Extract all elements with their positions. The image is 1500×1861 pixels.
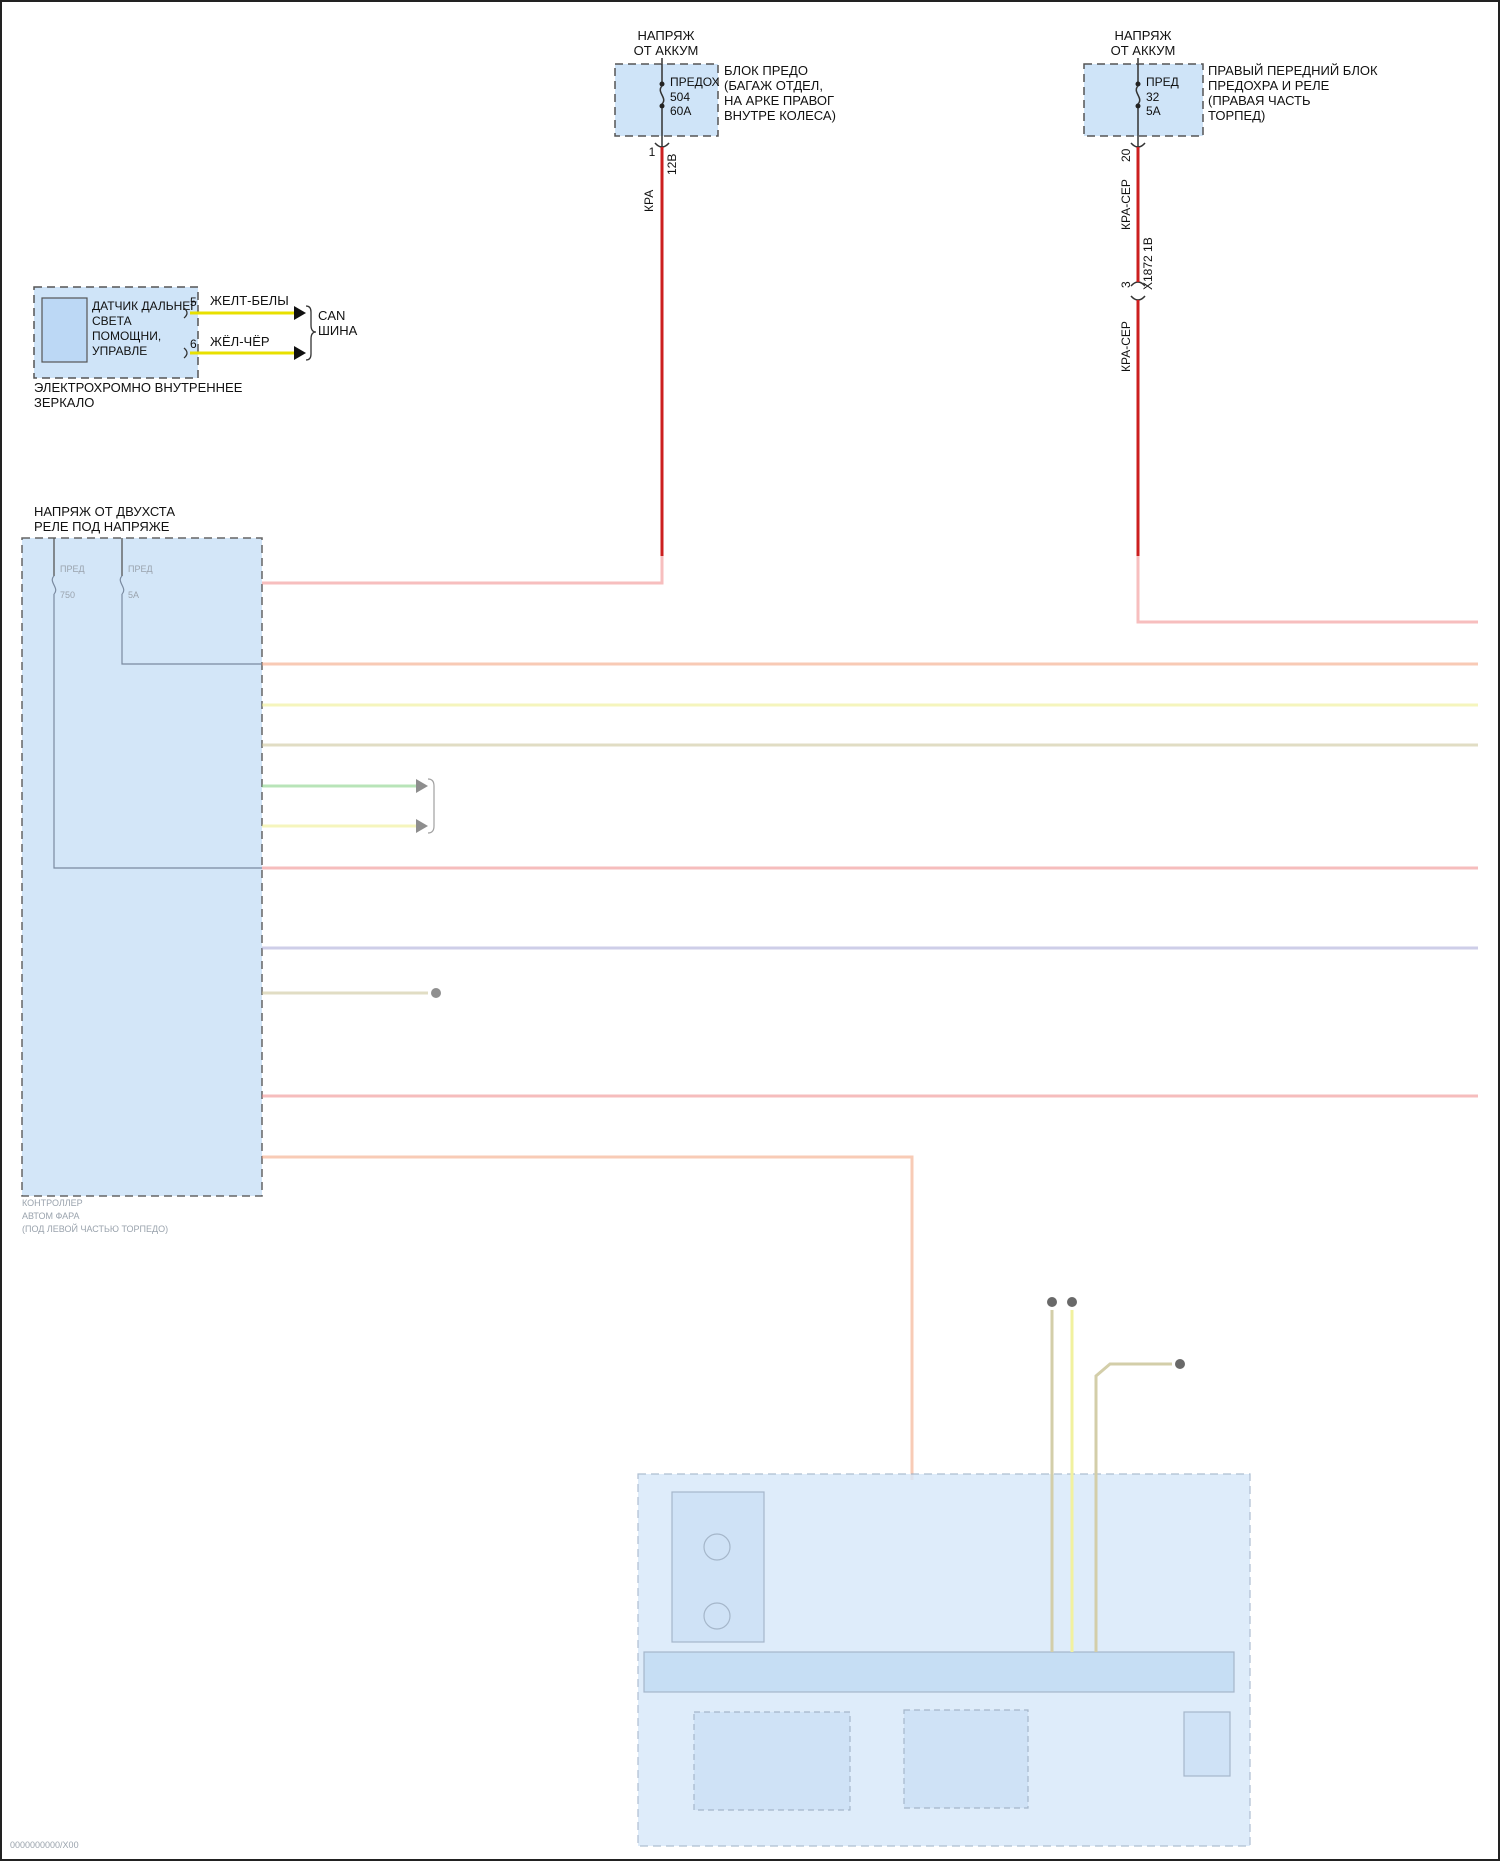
fuse-left-block-name-4: ВНУТРЕ КОЛЕСА) xyxy=(724,108,836,123)
fuse-left-block-name-2: (БАГАЖ ОТДЕЛ, xyxy=(724,78,823,93)
fuse-right-supply-line1: НАПРЯЖ xyxy=(1114,28,1171,43)
bottom-module-inner-2 xyxy=(694,1712,850,1810)
fuse-right-block-name-2: ПРЕДОХРА И РЕЛЕ xyxy=(1208,78,1330,93)
bottom-module xyxy=(638,1297,1250,1846)
module-box xyxy=(22,538,262,1196)
fuse-left-rating: 60A xyxy=(670,104,691,118)
mirror-caption-2: ЗЕРКАЛО xyxy=(34,395,94,410)
fuse-left-number: 504 xyxy=(670,90,690,104)
fuse-left-wire-color: КРА xyxy=(642,190,656,212)
svg-text:КОНТРОЛЛЕР: КОНТРОЛЛЕР xyxy=(22,1198,83,1208)
fuse-left-wire-code: 12B xyxy=(665,154,679,175)
fuse-right-number: 32 xyxy=(1146,90,1160,104)
svg-text:(ПОД ЛЕВОЙ ЧАСТЬЮ ТОРПЕДО): (ПОД ЛЕВОЙ ЧАСТЬЮ ТОРПЕДО) xyxy=(22,1223,168,1234)
wire-label-yellow-white: ЖЕЛТ-БЕЛЫ xyxy=(210,293,289,308)
fuse-left-pin: 1 xyxy=(649,145,656,159)
fuse-left-block-name-3: НА АРКЕ ПРАВОГ xyxy=(724,93,834,108)
mirror-sensor-block xyxy=(42,298,87,362)
mirror-text-3: ПОМОЩНИ, xyxy=(92,329,161,343)
fuse-left-supply-line2: ОТ АККУМ xyxy=(634,43,699,58)
svg-text:0000000000/X00: 0000000000/X00 xyxy=(10,1840,79,1850)
wire-orange-down xyxy=(262,1157,912,1480)
bottom-module-bus xyxy=(644,1652,1234,1692)
svg-text:АВТОМ ФАРА: АВТОМ ФАРА xyxy=(22,1211,80,1221)
can-bus-label-2: ШИНА xyxy=(318,323,358,338)
wire-label-yellow-black: ЖЁЛ-ЧЁР xyxy=(210,334,270,349)
fuse-left-label: ПРЕДОХ xyxy=(670,75,720,89)
fuse-right-block-name-3: (ПРАВАЯ ЧАСТЬ xyxy=(1208,93,1311,108)
fuse-right-block-name-4: ТОРПЕД) xyxy=(1208,108,1265,123)
svg-text:750: 750 xyxy=(60,590,75,600)
svg-text:5A: 5A xyxy=(128,590,139,600)
arrow-can-low xyxy=(294,346,306,360)
can-bus-label-1: CAN xyxy=(318,308,345,323)
fuse-right-block-name-1: ПРАВЫЙ ПЕРЕДНИЙ БЛОК xyxy=(1208,63,1378,78)
bottom-module-inner-1 xyxy=(672,1492,764,1642)
mirror-pin-6: 6 xyxy=(190,337,197,351)
module-supply-line1: НАПРЯЖ ОТ ДВУХСТА xyxy=(34,504,175,519)
mirror-text-2: СВЕТА xyxy=(92,314,132,328)
x1872-connector-lower xyxy=(1131,296,1145,300)
fuse-block-right: НАПРЯЖ ОТ АККУМ ПРЕД 32 5A ПРАВЫЙ ПЕРЕДН… xyxy=(1084,28,1378,372)
x1872-code: X1872 1B xyxy=(1141,237,1155,290)
svg-text:ПРЕД: ПРЕД xyxy=(128,564,153,574)
can-bus-brace xyxy=(306,306,316,360)
svg-text:ПРЕД: ПРЕД xyxy=(60,564,85,574)
fuse-right-pin: 20 xyxy=(1119,148,1133,162)
fuse-right-box xyxy=(1084,64,1203,136)
wire-red-to-right xyxy=(1138,556,1478,622)
mirror-caption-1: ЭЛЕКТРОХРОМНО ВНУТРЕННЕЕ xyxy=(34,380,243,395)
mirror-text-4: УПРАВЛЕ xyxy=(92,344,147,358)
arrow-can-high xyxy=(294,306,306,320)
bottom-module-inner-3 xyxy=(904,1710,1028,1808)
x1872-pin: 3 xyxy=(1119,281,1133,288)
wire-red-to-module xyxy=(262,556,662,583)
fuse-left-block-name-1: БЛОК ПРЕДО xyxy=(724,63,808,78)
interior-mirror: ДАТЧИК ДАЛЬНЕГ СВЕТА ПОМОЩНИ, УПРАВЛЕ ЭЛ… xyxy=(34,287,358,410)
fuse-right-supply-line2: ОТ АККУМ xyxy=(1111,43,1176,58)
left-module: НАПРЯЖ ОТ ДВУХСТА РЕЛЕ ПОД НАПРЯЖЕ ПРЕД … xyxy=(22,504,262,1234)
fuse-right-wire-color-bottom: КРА-СЕР xyxy=(1119,321,1133,372)
harness-wires xyxy=(262,556,1478,1480)
fuse-right-label: ПРЕД xyxy=(1146,75,1179,89)
fuse-right-rating: 5A xyxy=(1146,104,1161,118)
wire-arrows xyxy=(416,779,441,998)
fuse-right-wire-color-top: КРА-СЕР xyxy=(1119,179,1133,230)
mirror-text-1: ДАТЧИК ДАЛЬНЕГ xyxy=(92,299,197,313)
module-supply-line2: РЕЛЕ ПОД НАПРЯЖЕ xyxy=(34,519,170,534)
fuse-left-supply-line1: НАПРЯЖ xyxy=(637,28,694,43)
fuse-block-left: НАПРЯЖ ОТ АККУМ ПРЕДОХ 504 60A БЛОК ПРЕД… xyxy=(615,28,836,212)
bottom-module-inner-4 xyxy=(1184,1712,1230,1776)
mirror-pin-5: 5 xyxy=(190,295,197,309)
